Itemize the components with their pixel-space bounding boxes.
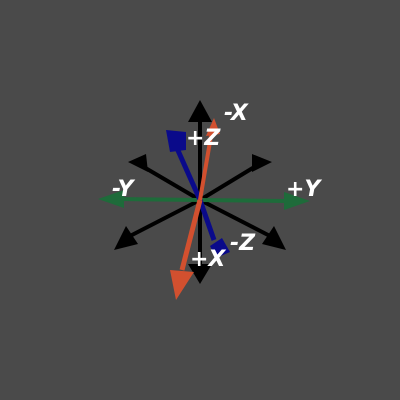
neg-x-axis-line — [198, 129, 214, 201]
pos-z-axis-line — [173, 144, 203, 202]
reference-axis-upper-right — [198, 164, 258, 202]
axis-label-neg-z: -Z — [230, 231, 256, 256]
axis-label-neg-y: -Y — [112, 177, 135, 202]
axis-label-pos-y: +Y — [286, 177, 322, 202]
pos-y-axis-line — [199, 198, 287, 203]
reference-axis-lower-right — [199, 198, 271, 238]
reference-arrowhead-up — [188, 100, 212, 122]
reference-arrowhead-upper-left — [128, 154, 148, 172]
neg-z-axis-line — [197, 199, 217, 241]
x-axis[interactable] — [170, 118, 220, 300]
neg-x-arrowhead — [206, 118, 220, 136]
reference-arrowhead-down — [188, 264, 212, 284]
pos-z-arrowhead — [166, 130, 186, 152]
pos-y-arrowhead — [284, 192, 310, 210]
pos-x-axis-line — [179, 199, 203, 271]
reference-axes — [114, 100, 286, 284]
pos-x-arrowhead — [170, 270, 194, 300]
reference-arrowhead-upper-right — [252, 154, 272, 172]
reference-arrowhead-lower-left — [114, 226, 138, 250]
reference-arrowhead-lower-right — [262, 226, 286, 250]
z-axis[interactable] — [166, 130, 230, 258]
reference-axis-upper-left — [140, 164, 202, 202]
axis-label-neg-x: -X — [224, 101, 249, 126]
neg-y-axis-line — [119, 197, 201, 202]
neg-z-arrowhead — [210, 238, 230, 258]
axis-label-pos-z: +Z — [186, 126, 221, 151]
y-axis[interactable] — [98, 190, 310, 210]
axis-label-pos-x: +X — [190, 247, 226, 272]
reference-axis-lower-left — [129, 198, 201, 238]
neg-y-arrowhead — [98, 190, 124, 208]
